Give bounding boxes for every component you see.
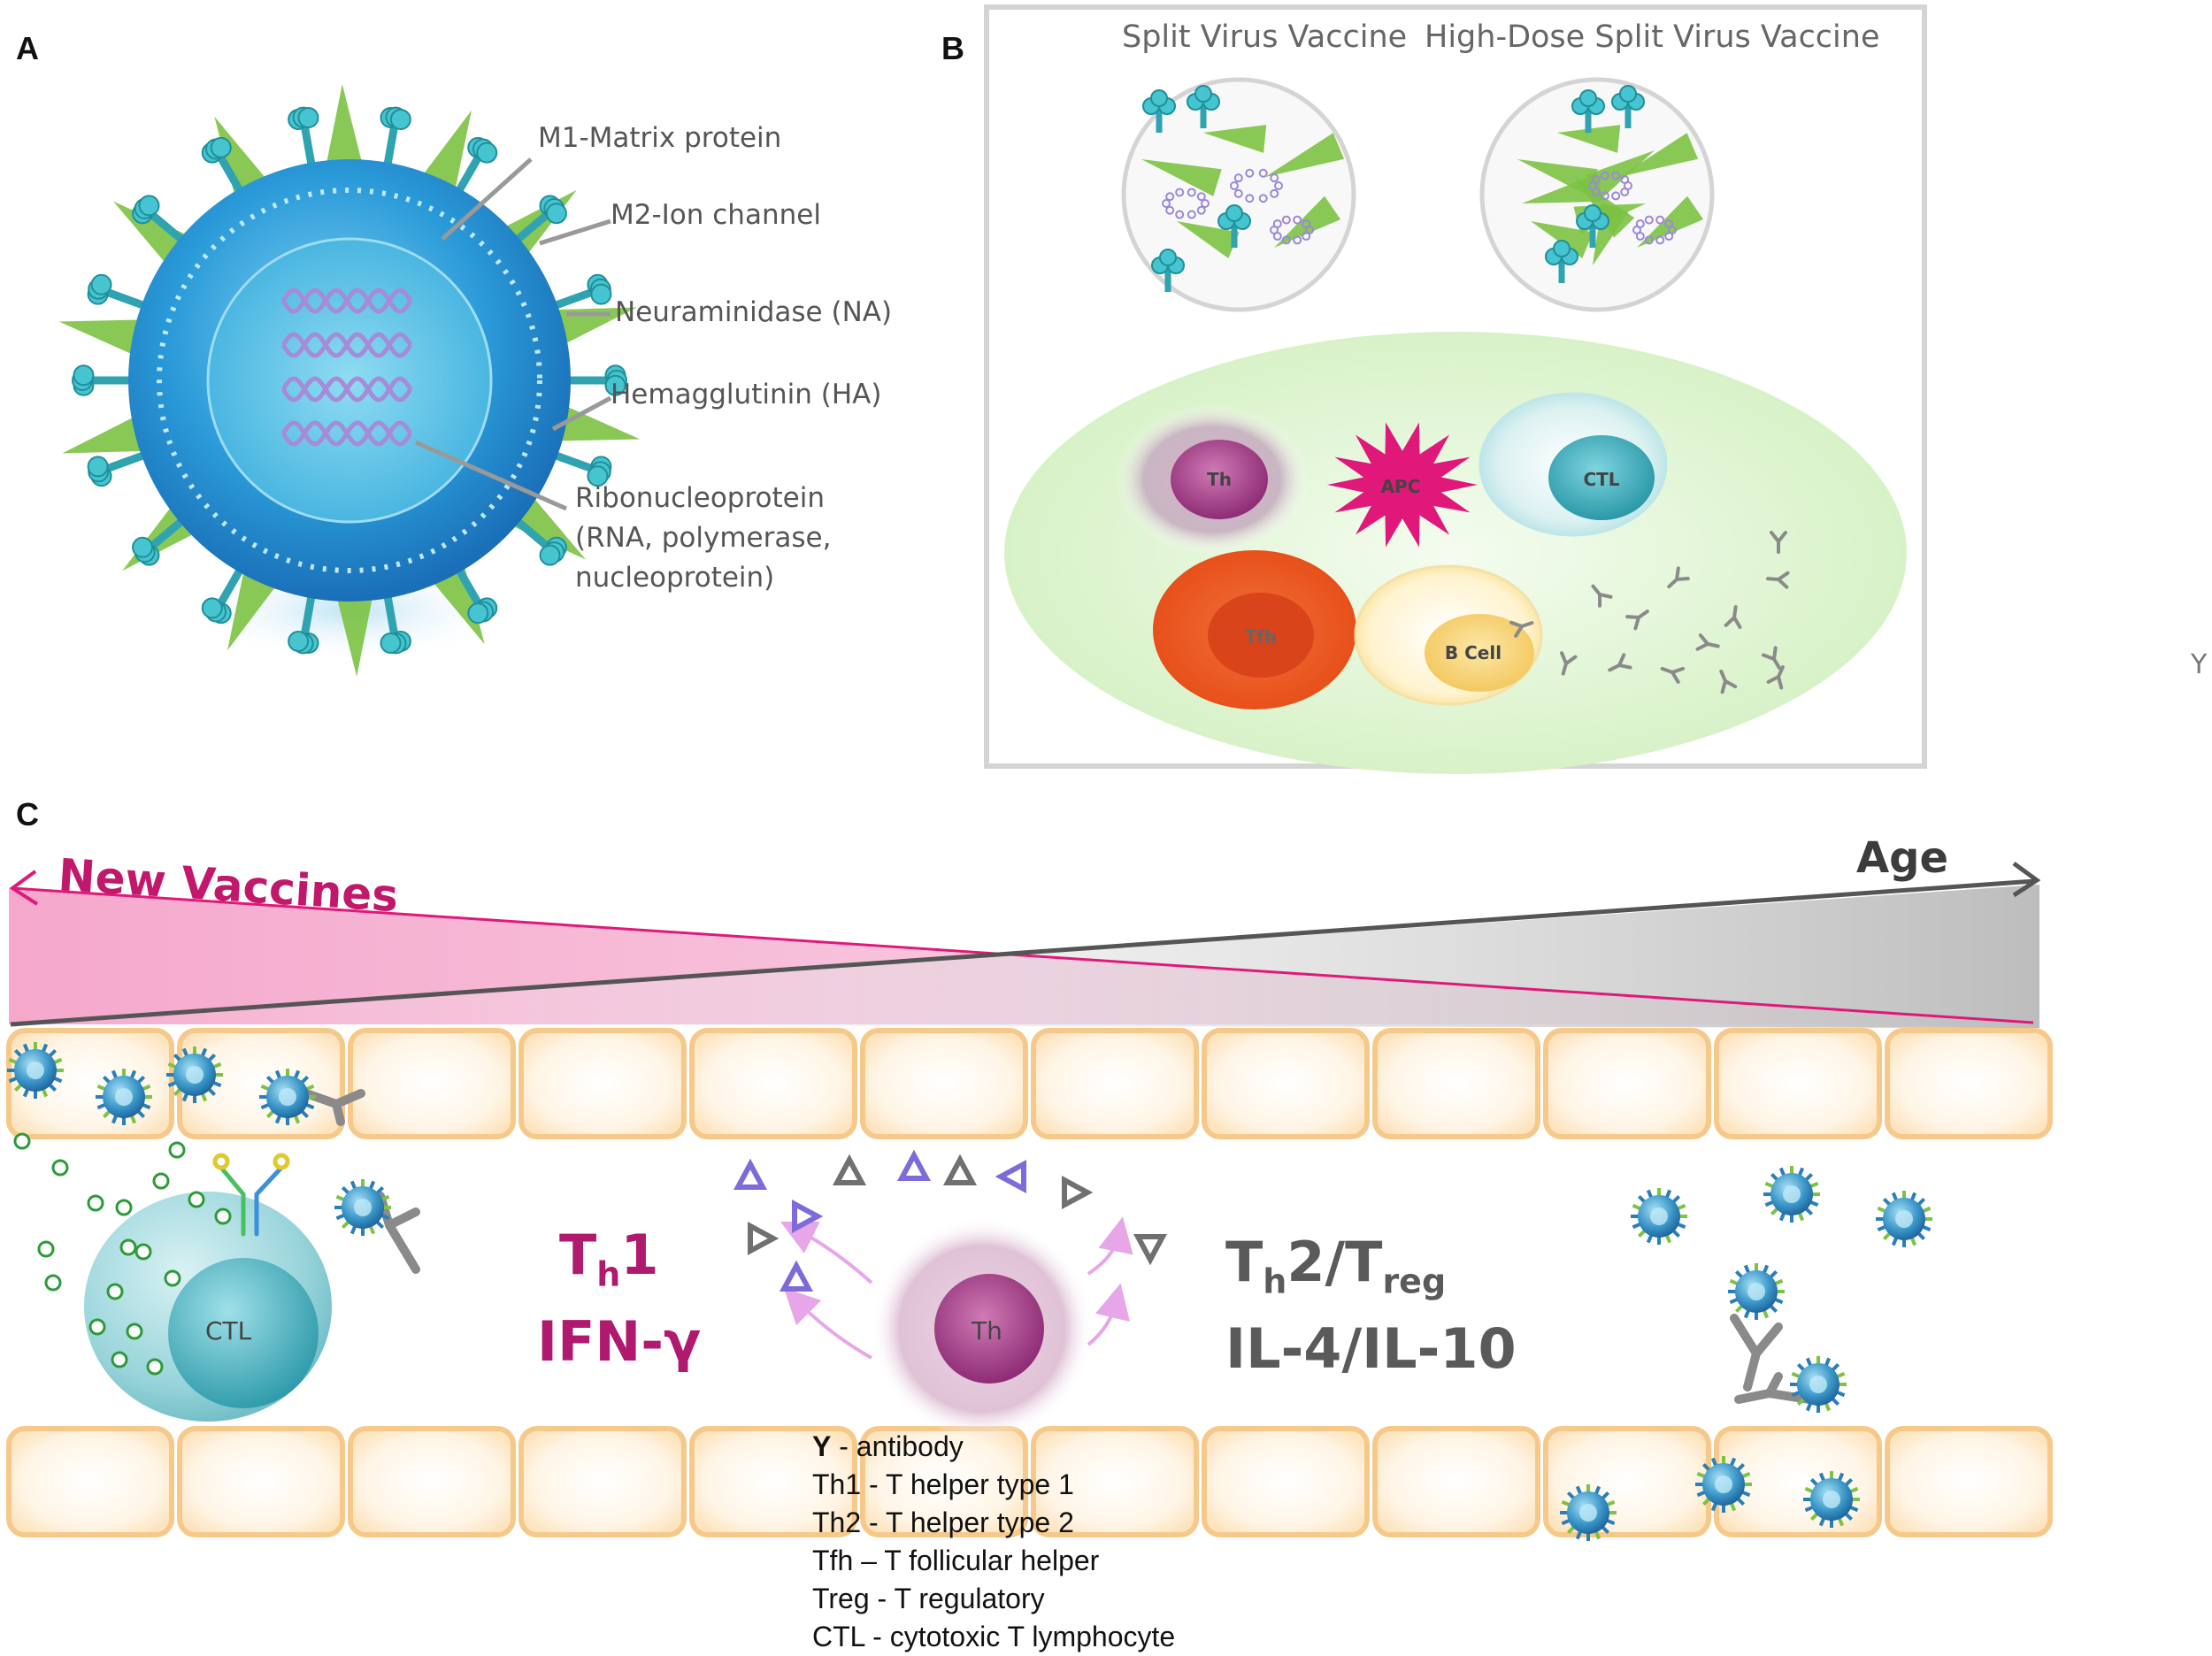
label-ribonucleoprotein-2: (RNA, polymerase, (575, 522, 832, 554)
th1-label: Th1 (559, 1223, 659, 1294)
panel-label-c: C (16, 796, 39, 832)
stray-antibody: Y (2191, 649, 2208, 680)
virus-illustration (58, 84, 641, 677)
age-label: Age (1856, 833, 1949, 883)
ifn-gamma-label: IFN-γ (537, 1309, 702, 1374)
th2-treg-label: Th2/Treg (1225, 1230, 1447, 1301)
immune-oval (1004, 332, 1907, 774)
label-ribonucleoprotein: Ribonucleoprotein (575, 482, 825, 514)
apc-cell (1327, 422, 1478, 548)
legend-item-th2: Th2 - T helper type 2 (812, 1506, 1074, 1538)
legend: Y - antibody Th1 - T helper type 1 Th2 -… (812, 1428, 1175, 1656)
split-vaccine-title: Split Virus Vaccine (1122, 19, 1408, 55)
label-hemagglutinin: Hemagglutinin (HA) (611, 379, 882, 410)
label-ribonucleoprotein-3: nucleoprotein) (575, 562, 775, 594)
legend-item-ctl: CTL - cytotoxic T lymphocyte (812, 1621, 1176, 1652)
il4-il10-label: IL-4/IL-10 (1225, 1316, 1517, 1381)
apc-label: APC (1380, 476, 1421, 497)
legend-item-th1: Th1 - T helper type 1 (812, 1468, 1074, 1500)
high-dose-vaccine-title: High-Dose Split Virus Vaccine (1425, 19, 1880, 55)
label-m2-ion-channel: M2-Ion channel (611, 199, 821, 231)
th-label: Th (1207, 469, 1232, 490)
antibody-icon (212, 1153, 290, 1237)
tfh-label: Tfh (1244, 626, 1278, 648)
legend-item-antibody: Y - antibody (812, 1430, 964, 1462)
panel-label-a: A (16, 30, 39, 66)
panel-label-b: B (941, 30, 964, 66)
vaccine-age-wedges (9, 861, 2041, 1028)
c-ctl-cell (84, 1192, 332, 1422)
bcell-label: B Cell (1444, 642, 1502, 663)
split-vaccine-circle (1121, 77, 1356, 312)
panel-a-leader-lines (414, 157, 612, 511)
legend-item-treg: Treg - T regulatory (812, 1583, 1045, 1614)
c-th-cell (872, 1218, 1093, 1439)
cytokine-arrows (780, 1216, 1133, 1360)
c-ctl-label: CTL (205, 1316, 252, 1346)
c-th-label: Th (972, 1316, 1002, 1346)
label-m1-matrix: M1-Matrix protein (538, 122, 782, 154)
ctl-label: CTL (1583, 469, 1620, 490)
label-neuraminidase: Neuraminidase (NA) (615, 296, 893, 328)
legend-item-tfh: Tfh – T follicular helper (812, 1545, 1100, 1576)
